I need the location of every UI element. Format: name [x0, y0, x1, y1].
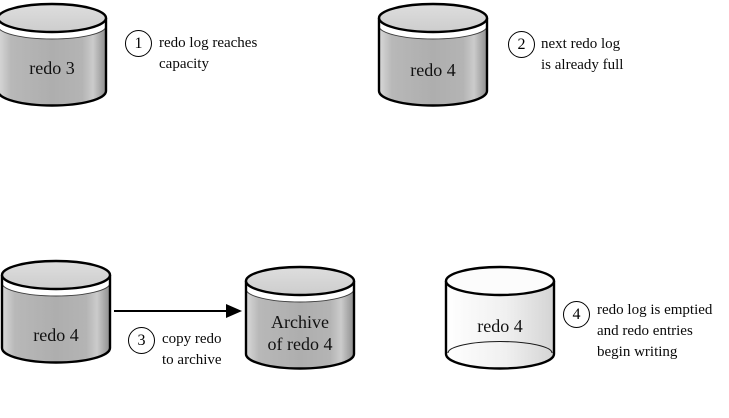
step-4-number: 4	[572, 305, 581, 323]
cylinder-archive-of-redo-4: Archive of redo 4	[244, 265, 356, 371]
cylinder-label: redo 4	[410, 60, 456, 80]
full-cylinder-icon	[0, 2, 108, 107]
step-2-caption: next redo log is already full	[541, 36, 624, 73]
step-4-caption: redo log is emptied and redo entries beg…	[597, 302, 713, 360]
step-2-circle: 2	[508, 31, 535, 58]
copy-arrow-head-icon	[226, 304, 242, 318]
step-3-circle: 3	[128, 327, 155, 354]
step-1-number: 1	[134, 34, 143, 52]
cylinder-redo-3: redo 3	[0, 2, 108, 108]
full-cylinder-icon	[0, 259, 112, 364]
step-1-circle: 1	[125, 30, 152, 57]
step-2-number: 2	[517, 35, 526, 53]
copy-arrow-shaft	[114, 310, 228, 312]
step-3-number: 3	[137, 331, 146, 349]
cylinder-redo-4-full: redo 4	[377, 2, 489, 108]
step-3-caption: copy redo to archive	[162, 331, 222, 368]
full-cylinder-icon	[377, 2, 489, 107]
cylinder-label: redo 4	[477, 316, 523, 336]
step-4-circle: 4	[563, 301, 590, 328]
full-cylinder-icon	[244, 265, 356, 370]
step-1-caption: redo log reaches capacity	[159, 35, 258, 72]
cylinder-redo-4-empty: redo 4	[444, 265, 556, 371]
cylinder-label: redo 4	[33, 325, 79, 345]
empty-cylinder-icon	[444, 265, 556, 370]
cylinder-label: Archive of redo 4	[267, 312, 333, 354]
cylinder-redo-4-copy-source: redo 4	[0, 259, 112, 365]
cylinder-label: redo 3	[29, 58, 75, 78]
